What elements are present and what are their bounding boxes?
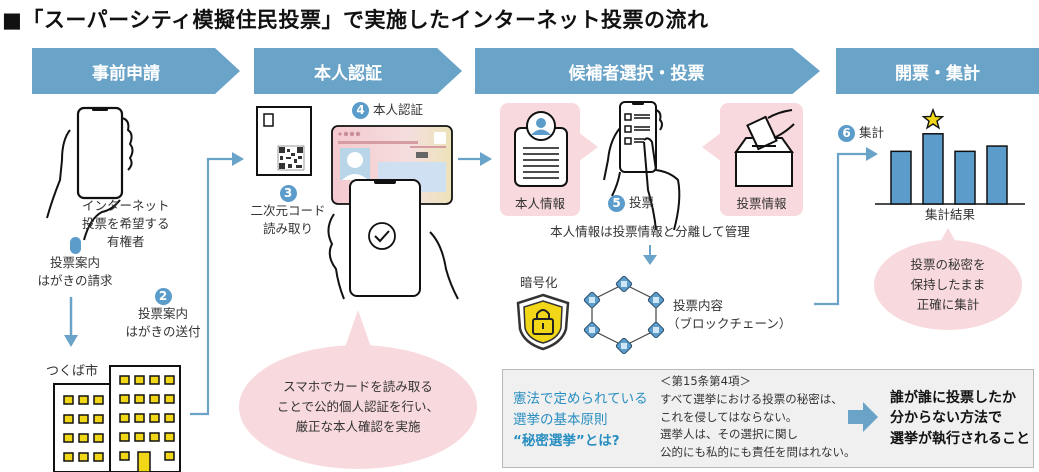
bubble-pointer-left (578, 132, 598, 162)
step-2: 2 投票案内 はがきの送付 (125, 288, 201, 340)
secret-ballot-question: 憲法で定められている 選挙の基本原則 “秘密選挙”とは? (513, 391, 648, 449)
voter-label: インターネット 投票を希望する 有権者 (82, 198, 170, 250)
window (149, 413, 160, 423)
window (164, 432, 175, 442)
counting-info-bubble: 投票の秘密を 保持したまま 正確に集計 (874, 240, 1022, 330)
step-6: 6 集計 (838, 124, 884, 142)
step-4: 4 本人認証 (352, 101, 423, 119)
window (93, 452, 104, 462)
chart-bar-C (954, 150, 976, 205)
stage-banner-identity: 本人認証 (254, 48, 462, 94)
window (164, 451, 175, 461)
chart-bar-A (890, 150, 912, 205)
page-title: ■「スーパーシティ模擬住民投票」で実施したインターネット投票の流れ (2, 8, 709, 32)
window (93, 414, 104, 424)
blockchain-node-icon (647, 291, 665, 309)
blockchain-network-icon (583, 275, 665, 355)
step-1: 1 投票案内 はがきの請求 (30, 236, 120, 290)
secret-ballot-explanation-box: 憲法で定められている 選挙の基本原則 “秘密選挙”とは? ＜第15条第4項＞ す… (502, 369, 1034, 468)
window (134, 375, 145, 385)
window (164, 394, 175, 404)
window (78, 395, 89, 405)
window (63, 414, 74, 424)
id-card-smartphone-icon (327, 125, 459, 300)
window (63, 395, 74, 405)
encryption-shield-lock-icon (516, 293, 570, 351)
window (149, 394, 160, 404)
chart-bar-D (986, 145, 1008, 205)
separation-note: 本人情報は投票情報と分離して管理 (550, 224, 750, 239)
blockchain-node-icon (615, 337, 633, 355)
window (93, 395, 104, 405)
secret-ballot-conclusion: 誰が誰に投票したか 分からない方法で 選挙が執行されること (890, 390, 1030, 447)
step-number-6: 6 (838, 125, 855, 142)
hand-voting-smartphone-icon (603, 101, 681, 231)
stage-label: 候補者選択・投票 (568, 63, 705, 84)
stage-banner-counting: 開票・集計 (836, 48, 1039, 94)
blockchain-node-icon (583, 321, 601, 339)
identity-info-bubble: スマホでカードを読み取る ことで公的個人認証を行い、 厳正な本人確認を実施 (239, 345, 477, 469)
result-label: 集計結果 (924, 207, 975, 222)
stage-banner-pre-application: 事前申請 (32, 48, 240, 94)
winner-star-icon (921, 107, 945, 130)
stage-label: 本人認証 (314, 63, 382, 84)
arrow-city-to-identity (190, 152, 244, 416)
window (93, 433, 104, 443)
ballot-info-label: 投票情報 (736, 196, 787, 211)
step-5: 5 投票 (608, 194, 654, 212)
blockchain-node-icon (583, 291, 601, 309)
personal-info-document-icon (514, 111, 568, 187)
hand-smartphone-icon (46, 106, 134, 241)
window (78, 452, 89, 462)
arrow-identity-to-voting (458, 152, 492, 166)
window (134, 394, 145, 404)
window (119, 375, 130, 385)
step-number-3: 3 (279, 185, 297, 202)
window (119, 451, 130, 461)
stage-label: 事前申請 (92, 63, 160, 84)
window (134, 413, 145, 423)
blockchain-node-icon (615, 275, 633, 293)
window (164, 375, 175, 385)
stage-banner-voting: 候補者選択・投票 (475, 48, 820, 94)
city-label: つくば市 (46, 364, 99, 379)
step-number-5: 5 (608, 195, 625, 212)
window (149, 432, 160, 442)
step-number-2: 2 (154, 288, 172, 305)
blockchain-node-icon (647, 321, 665, 339)
encryption-label: 暗号化 (520, 275, 558, 290)
window (63, 433, 74, 443)
bubble-pointer (344, 310, 372, 350)
window (119, 413, 130, 423)
step-3: 3 二次元コード 読み取り (250, 185, 326, 237)
window (119, 394, 130, 404)
ballot-box-icon (734, 109, 795, 187)
chart-bar-B (922, 133, 944, 205)
window (78, 414, 89, 424)
arrow-down-to-city (64, 297, 78, 347)
city-hall-building-icon (53, 365, 181, 472)
bubble-pointer-right (702, 132, 722, 162)
stage-label: 開票・集計 (895, 63, 980, 84)
arrow-voting-to-counting (814, 147, 878, 306)
arrow-right-icon (848, 402, 878, 432)
window (134, 432, 145, 442)
result-bar-chart (875, 107, 1025, 205)
personal-info-label: 本人情報 (514, 196, 565, 211)
blockchain-label: 投票内容 （ブロックチェーン） (667, 298, 792, 332)
step-number-1: 1 (69, 237, 81, 254)
window (149, 375, 160, 385)
arrow-down-to-blockchain (643, 245, 657, 265)
bubble-pointer (938, 228, 958, 246)
window (78, 433, 89, 443)
postcard-qr-icon (256, 106, 312, 176)
window (119, 432, 130, 442)
constitution-article: ＜第15条第4項＞ すべて選挙における投票の秘密は、 これを侵してはならない。 … (660, 374, 856, 460)
step-number-4: 4 (352, 102, 369, 119)
window (164, 413, 175, 423)
window (63, 452, 74, 462)
